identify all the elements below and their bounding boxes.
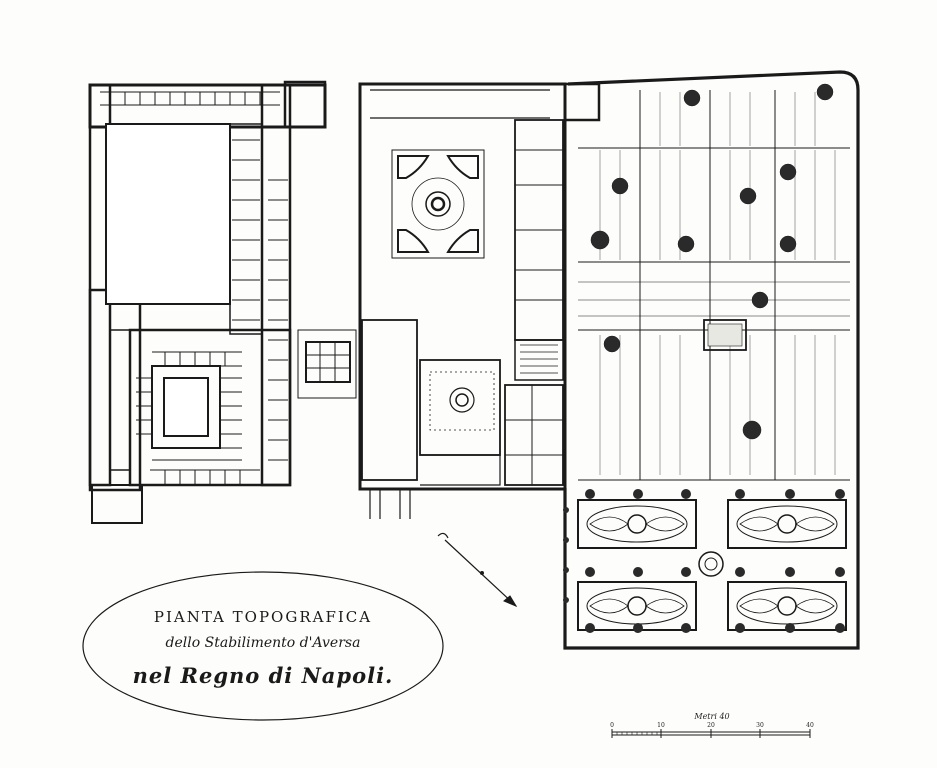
title-cartouche: PIANTA TOPOGRAFICA dello Stabilimento d'… [82, 571, 444, 721]
north-arrow-icon [437, 532, 518, 608]
title-line-3: nel Regno di Napoli. [133, 663, 394, 688]
title-line-2: dello Stabilimento d'Aversa [166, 635, 361, 651]
left-building-cells [100, 91, 288, 486]
scale-tick-20: 20 [707, 722, 715, 729]
scale-tick-30: 30 [756, 722, 764, 729]
scale-tick-0: 0 [610, 722, 614, 729]
middle-building [358, 82, 601, 519]
field-enclosure [563, 70, 860, 650]
scale-bar: Metri 40 0 10 20 30 40 [610, 712, 814, 738]
parterre-trees [563, 489, 845, 633]
middle-garden [391, 149, 495, 431]
left-building [88, 80, 327, 524]
scale-tick-10: 10 [657, 722, 665, 729]
scale-label: Metri 40 [693, 712, 729, 721]
detached-block [297, 329, 357, 399]
title-line-1: PIANTA TOPOGRAFICA [154, 608, 372, 626]
trees [590, 83, 834, 440]
scale-tick-40: 40 [806, 722, 814, 729]
parterre-garden [577, 499, 847, 631]
